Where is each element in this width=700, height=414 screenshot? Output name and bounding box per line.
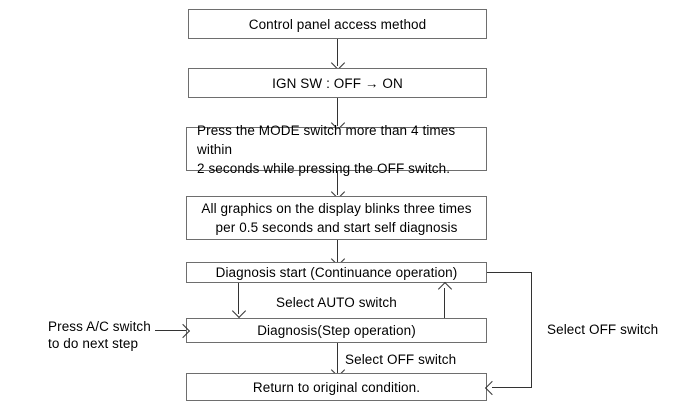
- loop-segment-bottom: [492, 387, 532, 388]
- edge-label-press-ac-switch: Press A/C switch to do next step: [48, 319, 151, 351]
- connector-step-to-return: [337, 343, 338, 373]
- connector-ac-switch-to-step: [155, 330, 186, 331]
- loop-segment-right: [531, 272, 532, 387]
- node-label: Press the MODE switch more than 4 times …: [197, 122, 456, 176]
- connector-mode-to-blink: [337, 171, 338, 195]
- arrowhead-loop-to-return: [484, 380, 500, 396]
- connector-start-to-ign: [337, 39, 338, 66]
- arrowhead-step-to-diagnosis-start: [437, 281, 453, 297]
- node-ign-switch: IGN SW : OFF → ON: [188, 68, 487, 98]
- node-label: Diagnosis start (Continuance operation): [215, 265, 458, 280]
- node-diagnosis-step-operation: Diagnosis(Step operation): [186, 318, 487, 343]
- connector-blink-to-diagnosis-start: [337, 240, 338, 262]
- node-graphics-blink: All graphics on the display blinks three…: [186, 196, 487, 240]
- node-press-mode-switch: Press the MODE switch more than 4 times …: [186, 123, 487, 176]
- node-label: Control panel access method: [248, 16, 427, 32]
- node-return-original-condition: Return to original condition.: [186, 373, 487, 401]
- node-label: All graphics on the display blinks three…: [201, 201, 472, 235]
- edge-label-select-auto-switch: Select AUTO switch: [276, 295, 397, 310]
- node-label: IGN SW : OFF → ON: [272, 75, 403, 91]
- connector-ign-to-mode: [337, 98, 338, 126]
- node-control-panel-access-method: Control panel access method: [188, 9, 487, 39]
- connector-diagnosis-start-to-step: [238, 283, 239, 314]
- node-label: Return to original condition.: [252, 379, 421, 395]
- node-label: Diagnosis(Step operation): [257, 323, 416, 338]
- arrowhead-diagnosis-start-to-step: [231, 303, 247, 319]
- edge-label-select-off-switch-center: Select OFF switch: [345, 352, 457, 367]
- node-diagnosis-start: Diagnosis start (Continuance operation): [186, 262, 487, 283]
- loop-segment-top: [487, 272, 532, 273]
- connector-step-to-diagnosis-start: [444, 288, 445, 318]
- edge-label-select-off-switch-right: Select OFF switch: [547, 322, 659, 337]
